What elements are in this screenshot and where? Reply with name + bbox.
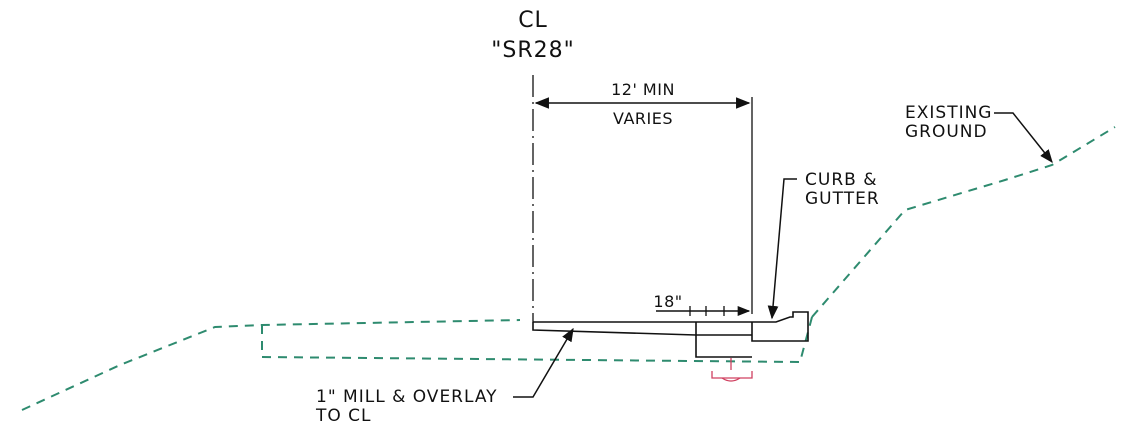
curb-gutter-leader [767,178,797,320]
curb-gutter-label-line1: CURB & [805,170,877,190]
lane-width-dimension: 12' MIN VARIES [534,80,753,314]
existing-ground [21,126,1116,411]
existing-ground-label-line2: GROUND [905,122,988,142]
lane-min-label: 12' MIN [611,80,675,99]
curb-and-gutter [751,311,809,342]
lane-varies-label: VARIES [613,109,673,128]
utility-mark-symbol [711,371,753,379]
mill-overlay-label-line1: 1" MILL & OVERLAY [316,387,498,407]
centerline-label: CL [518,8,548,33]
curb-gutter-profile [751,311,809,342]
curb-gutter-callout: CURB & GUTTER [767,170,880,320]
offset-label: 18" [653,292,682,311]
overlay-bottom [532,322,697,336]
existing-ground-callout: EXISTING GROUND [905,103,1053,164]
existing-ground-right [811,126,1116,318]
utility-mark [711,358,753,382]
existing-ground-leader [994,112,1053,164]
utility-mark-arc [721,377,741,382]
existing-pavement-bottom [261,325,801,363]
widening-section [695,322,752,358]
proposed-pavement [532,321,752,358]
offset-dimension: 18" [653,292,751,317]
mill-overlay-callout: 1" MILL & OVERLAY TO CL [315,327,574,426]
curb-gutter-label-line2: GUTTER [805,189,880,209]
existing-ground-left [21,319,521,411]
existing-ground-label-line1: EXISTING [905,103,992,123]
mill-overlay-label-line2: TO CL [315,406,372,426]
centerline: CL "SR28" [491,8,574,322]
existing-pavement-right [799,316,813,363]
mill-overlay-leader [513,327,574,398]
centerline-route-label: "SR28" [491,38,574,63]
